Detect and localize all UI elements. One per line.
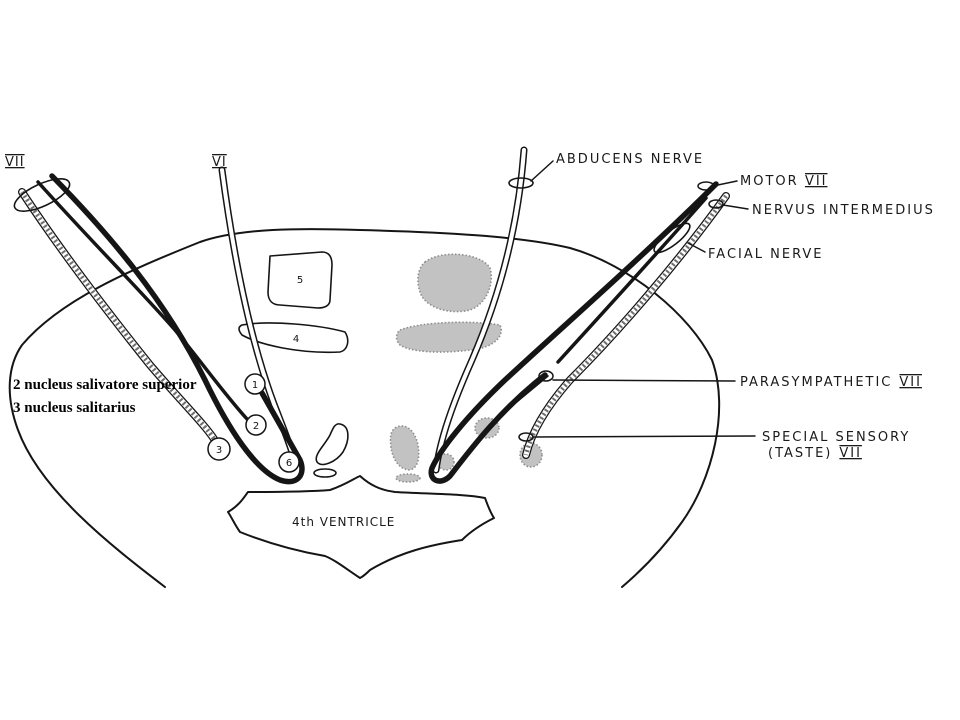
pons-outline [8,228,721,588]
nervus-intermedius-leader [722,204,749,210]
facial-nerve-leader [687,242,706,253]
stipple-region-upper [417,253,492,313]
nucleus-1: 1 [244,373,266,395]
nucleus-2: 2 [245,414,267,436]
nucleus-4-outline [238,322,349,354]
parasympathetic-leader [552,379,736,382]
nucleus-5-number: 5 [297,275,303,286]
taste-label: (TASTE) VII [768,446,862,461]
nucleus-6: 6 [278,451,300,473]
left-facial-nerve-ring [13,178,71,212]
right-taste-fiber-core [523,193,729,458]
annotation-nucleus-salivatore: 2 nucleus salivatore superior [13,377,197,393]
right-facial-nerve-bundle [428,181,730,484]
motor-leader [712,180,738,187]
left-abducens-nerve [218,166,297,460]
fourth-ventricle-outline [227,475,495,579]
special-sensory-leader [532,435,756,438]
stipple-region-lower-left [389,425,420,471]
left-facial-nerve-bundle [13,173,305,485]
nucleus-5-outline [267,251,333,309]
motor-label: MOTOR VII [740,174,828,189]
intermedius-root-ring [708,199,724,209]
taste-label-numeral: VII [839,446,862,461]
nervus-intermedius-label: NERVUS INTERMEDIUS [752,203,935,218]
fourth-ventricle: 4th VENTRICLE [227,475,495,579]
abducens-nerve-leader [530,160,554,182]
stippled-nuclei [389,253,543,483]
fourth-ventricle-label: 4th VENTRICLE [292,515,395,529]
nucleus-6-circle [278,451,300,473]
nucleus-5-box: 5 [267,251,333,309]
right-motor-fiber-genu [428,181,719,484]
left-abducens-nerve-outer [218,166,297,460]
parasympathetic-label: PARASYMPATHETIC VII [740,375,922,390]
stipple-region-small [395,473,421,483]
left-parasympathetic-fiber [36,180,249,421]
left-facial-nerve-label: VII [5,155,25,170]
nucleus-4-box: 4 [238,322,349,354]
parasympathetic-label-word: PARASYMPATHETIC [740,375,892,390]
right-parasympathetic-branch [494,375,549,421]
facial-nerve-ring [653,222,691,254]
kidney-shape-nucleus [315,423,349,466]
taste-label-word: (TASTE) [768,446,832,461]
right-intermedius-fiber [556,196,708,364]
nucleus-3-circle [207,437,231,461]
special-sensory-label: SPECIAL SENSORY [762,430,910,445]
facial-nerve-label: FACIAL NERVE [708,247,824,262]
nucleus-1-number: 1 [252,380,258,391]
nucleus-6-number: 6 [286,458,292,469]
left-abducens-nerve-inner [220,168,295,458]
right-abducens-nerve [432,146,534,474]
left-motor-fiber-genu [49,173,305,485]
left-taste-fiber-stipple [20,190,216,441]
right-abducens-nerve-inner [434,148,526,472]
left-abducens-nerve-label: VI [212,155,227,170]
parasympathetic-ring [538,370,554,382]
nucleus-4-number: 4 [293,334,299,345]
abducens-nerve-label: ABDUCENS NERVE [556,152,704,167]
motor-label-word: MOTOR [740,174,798,189]
annotation-nucleus-salitarius: 3 nucleus salitarius [13,400,136,416]
nucleus-1-circle [244,373,266,395]
motor-label-numeral: VII [805,174,828,189]
nucleus-3-number: 3 [216,445,222,456]
nucleus-2-number: 2 [253,421,259,432]
nucleus-2-circle [245,414,267,436]
small-oval-nucleus [313,468,337,478]
abducens-nerve-ring [508,177,534,189]
parasympathetic-label-numeral: VII [899,375,922,390]
nucleus-3: 3 [207,437,231,461]
